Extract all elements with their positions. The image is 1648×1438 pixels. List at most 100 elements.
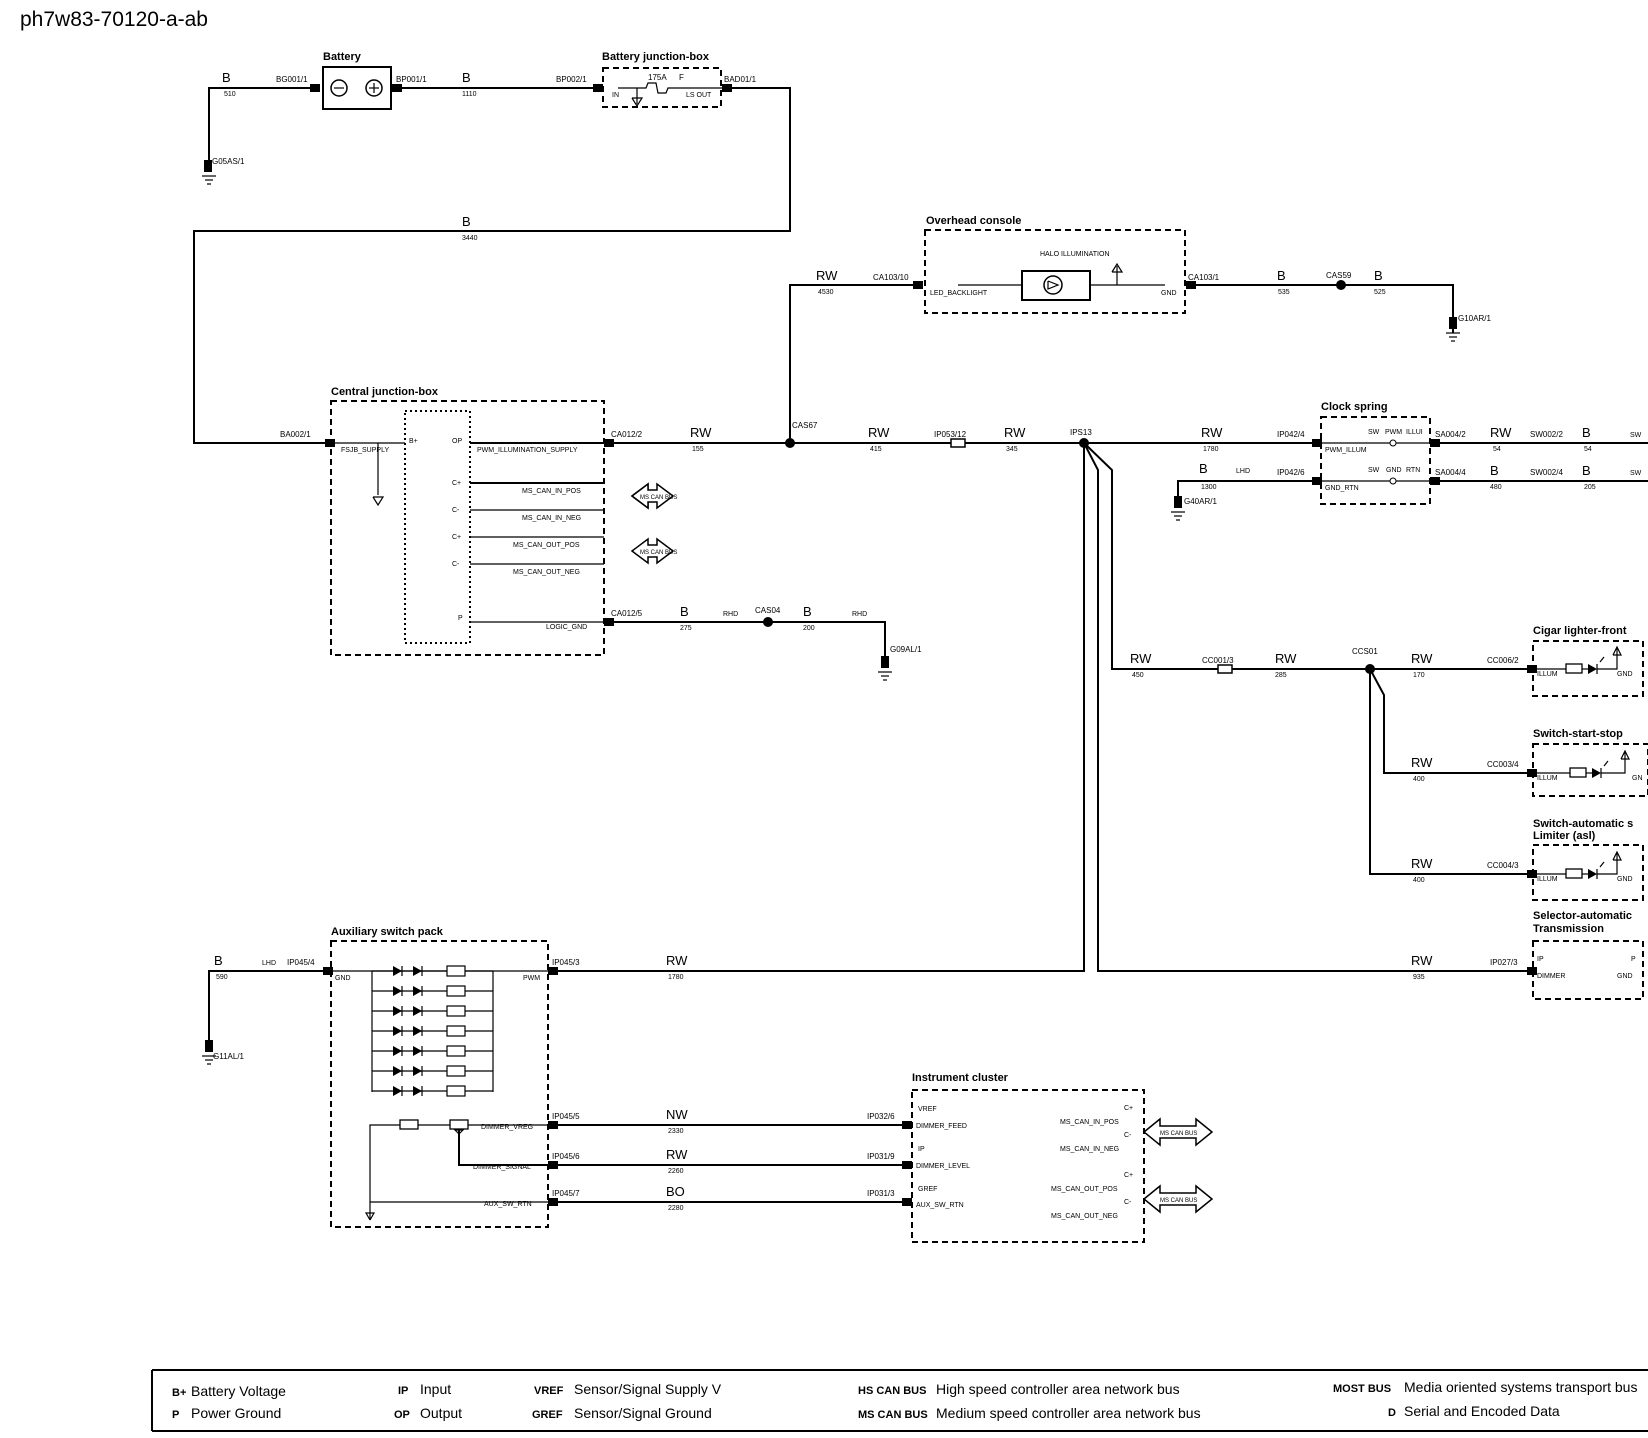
svg-text:MS_CAN_IN_POS: MS_CAN_IN_POS [1060, 1119, 1119, 1126]
ground-icon [1171, 496, 1185, 521]
svg-text:SW: SW [1368, 429, 1380, 436]
svg-text:GREF: GREF [532, 1409, 563, 1421]
led-icon [393, 1006, 402, 1016]
double-arrow-icon: MS CAN BUS [1142, 1117, 1214, 1147]
fuse-icon [618, 82, 722, 94]
resistor-icon [446, 1005, 466, 1017]
svg-text:RHD: RHD [852, 611, 867, 618]
svg-text:OP: OP [452, 438, 462, 445]
led-icon [413, 986, 422, 996]
svg-text:ILLUM: ILLUM [1537, 671, 1558, 678]
svg-text:IP027/3: IP027/3 [1490, 958, 1518, 967]
svg-text:G05AS/1: G05AS/1 [212, 157, 245, 166]
svg-text:VREF: VREF [918, 1106, 937, 1113]
svg-text:VREF: VREF [534, 1385, 564, 1397]
svg-text:CA012/5: CA012/5 [611, 609, 643, 618]
svg-text:LS OUT: LS OUT [686, 92, 712, 99]
svg-text:F: F [679, 73, 684, 82]
switch-start-stop: Switch-start-stop ILLUM GN [1532, 728, 1648, 797]
svg-text:IP042/4: IP042/4 [1277, 430, 1305, 439]
svg-text:RHD: RHD [723, 611, 738, 618]
svg-text:Media oriented systems transpo: Media oriented systems transport bus [1404, 1379, 1637, 1395]
svg-text:SW002/4: SW002/4 [1530, 468, 1563, 477]
svg-text:PWM: PWM [1385, 429, 1402, 436]
battery-positive-icon [365, 79, 383, 97]
svg-text:DIMMER_VREG: DIMMER_VREG [481, 1124, 533, 1131]
ground-icon [202, 160, 216, 185]
svg-text:935: 935 [1413, 974, 1425, 981]
svg-text:2260: 2260 [668, 1168, 684, 1175]
svg-text:LHD: LHD [262, 960, 276, 967]
ground-icon [1446, 317, 1460, 342]
svg-text:205: 205 [1584, 484, 1596, 491]
svg-text:DIMMER: DIMMER [1537, 973, 1565, 980]
svg-text:525: 525 [1374, 289, 1386, 296]
svg-text:Sensor/Signal Supply V: Sensor/Signal Supply V [574, 1381, 722, 1397]
svg-text:IP031/3: IP031/3 [867, 1189, 895, 1198]
led-icon [393, 1046, 402, 1056]
selector-automatic-transmission: Selector-automatic Transmission IP DIMME… [1532, 910, 1644, 1000]
svg-text:G10AR/1: G10AR/1 [1458, 314, 1491, 323]
resistor-icon [446, 965, 466, 977]
svg-text:SA004/4: SA004/4 [1435, 468, 1466, 477]
svg-text:MS_CAN_IN_POS: MS_CAN_IN_POS [522, 488, 581, 495]
led-icon [393, 1026, 402, 1036]
svg-text:CA103/1: CA103/1 [1188, 273, 1220, 282]
svg-text:G09AL/1: G09AL/1 [890, 645, 922, 654]
svg-text:Output: Output [420, 1405, 462, 1421]
svg-text:B: B [1199, 461, 1208, 476]
svg-text:GREF: GREF [918, 1186, 937, 1193]
svg-text:RW: RW [1275, 651, 1297, 666]
svg-text:200: 200 [803, 625, 815, 632]
led-icon [413, 1086, 422, 1096]
svg-text:PWM: PWM [523, 975, 540, 982]
svg-text:IPS13: IPS13 [1070, 428, 1092, 437]
svg-text:RW: RW [1411, 856, 1433, 871]
svg-text:C-: C- [1124, 1199, 1132, 1206]
led-icon [413, 1046, 422, 1056]
svg-text:CAS67: CAS67 [792, 421, 818, 430]
svg-text:B: B [1582, 425, 1591, 440]
svg-text:BP002/1: BP002/1 [556, 75, 587, 84]
svg-text:C-: C- [1124, 1132, 1132, 1139]
svg-text:MS_CAN_OUT_NEG: MS_CAN_OUT_NEG [1051, 1213, 1118, 1220]
svg-text:400: 400 [1413, 877, 1425, 884]
svg-text:NW: NW [666, 1107, 688, 1122]
svg-text:DIMMER_FEED: DIMMER_FEED [916, 1123, 967, 1130]
svg-text:LOGIC_GND: LOGIC_GND [546, 624, 587, 631]
svg-text:RW: RW [1490, 425, 1512, 440]
central-junction-box: Central junction-box FSJB_SUPPLY B+ OP P… [330, 386, 605, 656]
svg-text:345: 345 [1006, 446, 1018, 453]
diagram-id: ph7w83-70120-a-ab [20, 8, 208, 31]
svg-text:Cigar lighter-front: Cigar lighter-front [1533, 625, 1627, 637]
svg-text:B: B [680, 604, 689, 619]
svg-text:GND: GND [1161, 290, 1177, 297]
switch-automatic-speed-limiter: Switch-automatic s Limiter (asl) ILLUM G… [1532, 818, 1644, 901]
led-icon [413, 1066, 422, 1076]
led-icon [413, 1026, 422, 1036]
connector-labels: BG001/1 BP001/1 BP002/1 BAD01/1 CA103/10… [262, 75, 1642, 1198]
svg-text:LED_BACKLIGHT: LED_BACKLIGHT [930, 290, 988, 297]
svg-text:MS_CAN_OUT_POS: MS_CAN_OUT_POS [513, 542, 580, 549]
ground-icon [202, 1040, 216, 1065]
svg-text:175A: 175A [648, 73, 667, 82]
svg-text:B: B [214, 953, 223, 968]
svg-text:CC003/4: CC003/4 [1487, 760, 1519, 769]
battery: Battery [322, 51, 392, 110]
svg-text:AUX_SW_RTN: AUX_SW_RTN [916, 1202, 964, 1209]
svg-text:MS CAN BUS: MS CAN BUS [1160, 1198, 1197, 1204]
svg-text:GND: GND [1617, 876, 1633, 883]
double-arrow-icon: MS CAN BUS [630, 482, 677, 510]
svg-text:GND: GND [1617, 671, 1633, 678]
svg-text:Sensor/Signal Ground: Sensor/Signal Ground [574, 1405, 712, 1421]
svg-text:C+: C+ [452, 534, 461, 541]
svg-text:Overhead console: Overhead console [926, 215, 1021, 227]
svg-text:BAD01/1: BAD01/1 [724, 75, 757, 84]
svg-text:G40AR/1: G40AR/1 [1184, 497, 1217, 506]
svg-text:2280: 2280 [668, 1205, 684, 1212]
svg-text:CAS04: CAS04 [755, 606, 781, 615]
svg-text:3440: 3440 [462, 235, 478, 242]
led-icon [393, 1086, 402, 1096]
